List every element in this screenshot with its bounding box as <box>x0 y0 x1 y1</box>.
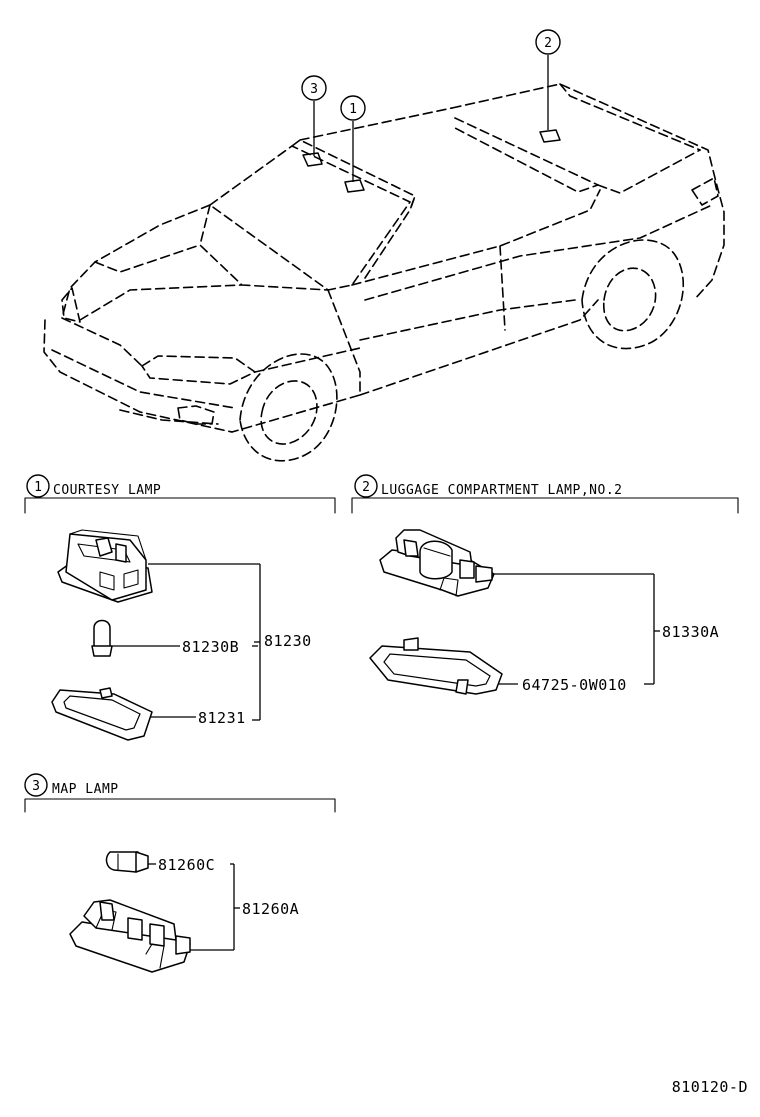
callout-1-label: 1 <box>349 102 357 117</box>
part-label-81230: 81230 <box>264 632 312 650</box>
callout-3-label: 3 <box>310 82 318 97</box>
part-label-81231: 81231 <box>198 709 246 727</box>
part-label-81260A: 81260A <box>242 900 299 918</box>
luggage-lens-part <box>369 637 503 695</box>
callout-3: 3 <box>301 75 327 101</box>
part-label-64725-0W010: 64725-0W010 <box>522 676 627 694</box>
section-courtesy-title: COURTESY LAMP <box>53 483 161 498</box>
courtesy-lamp-housing-part <box>57 529 153 603</box>
section-map-number: 3 <box>32 779 40 794</box>
section-luggage-title: LUGGAGE COMPARTMENT LAMP,NO.2 <box>381 483 622 498</box>
section-courtesy-lamp: 1 COURTESY LAMP 81230B 81230 <box>24 474 336 741</box>
courtesy-lens-part <box>51 687 153 741</box>
part-label-81330A: 81330A <box>662 623 719 641</box>
diagram-code: 810120-D <box>672 1078 748 1096</box>
callout-2: 2 <box>535 29 561 55</box>
car-illustration <box>43 55 725 462</box>
courtesy-bulb-part <box>91 619 113 657</box>
callout-2-label: 2 <box>544 36 552 51</box>
section-luggage-lamp: 2 LUGGAGE COMPARTMENT LAMP,NO.2 81330A 6… <box>351 474 739 695</box>
section-courtesy-number: 1 <box>34 480 42 495</box>
map-bulb-part <box>105 851 149 873</box>
part-label-81260C: 81260C <box>158 856 215 874</box>
map-lamp-assembly-part <box>69 899 191 973</box>
luggage-lamp-assembly-part <box>379 529 495 597</box>
section-map-lamp: 3 MAP LAMP 81260C 81260A <box>24 773 336 973</box>
section-luggage-number: 2 <box>362 480 370 495</box>
section-map-title: MAP LAMP <box>52 782 119 797</box>
part-label-81230B: 81230B <box>182 638 239 656</box>
callout-1: 1 <box>340 95 366 121</box>
